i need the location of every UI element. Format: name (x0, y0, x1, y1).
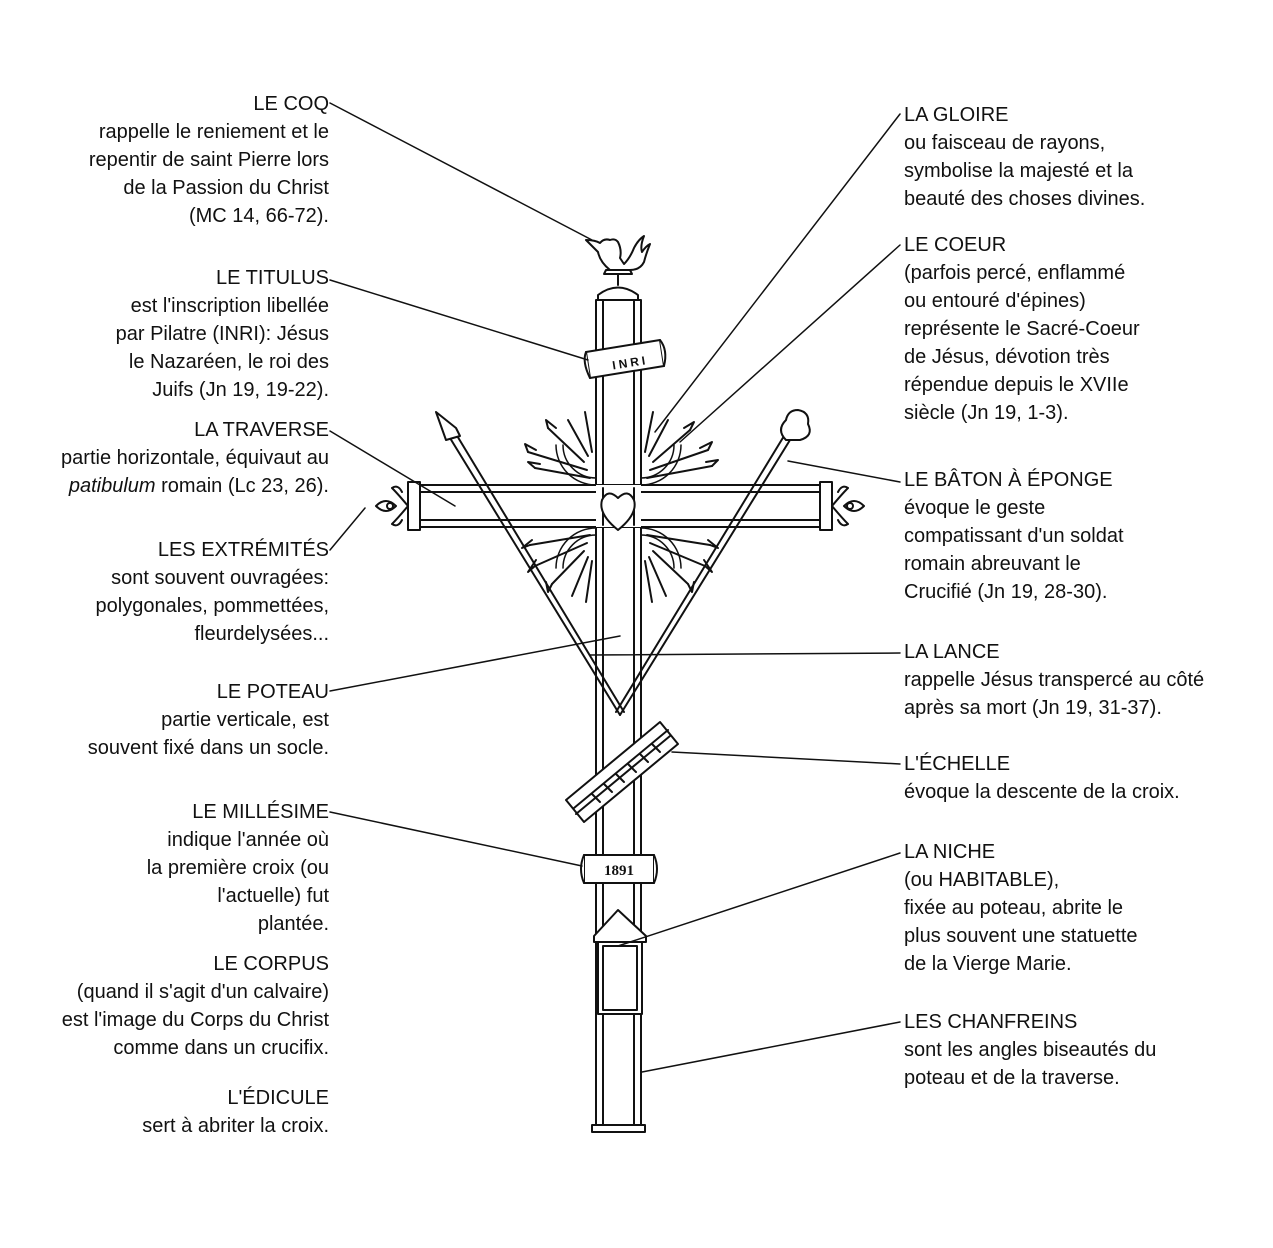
label-niche-line: plus souvent une statuette (904, 925, 1138, 947)
label-coeur-title: LE COEUR (904, 234, 1007, 256)
titulus (583, 339, 667, 379)
gloire-rays-upper-left (524, 411, 597, 486)
label-extremites-line: fleurdelysées... (194, 623, 329, 645)
gloire-rays-upper-right (640, 411, 719, 486)
coeur (600, 492, 636, 531)
label-traverse-title: LA TRAVERSE (194, 419, 329, 441)
label-gloire-line: symbolise la majesté et la (904, 160, 1133, 182)
extremite-gauche (375, 481, 421, 531)
label-poteau: LE POTEAU partie verticale, est souvent … (88, 678, 329, 762)
label-niche-title: LA NICHE (904, 841, 996, 863)
label-coeur-line: de Jésus, dévotion très (904, 346, 1110, 368)
label-millesime-line: la première croix (ou (146, 857, 329, 879)
label-millesime: LE MILLÉSIME indique l'année où la premi… (147, 798, 329, 938)
label-millesime-line: l'actuelle) fut (217, 885, 329, 907)
label-niche: LA NICHE (ou HABITABLE), fixée au poteau… (904, 838, 1138, 978)
millesime-text: 1891 (604, 863, 634, 879)
label-edicule-line: sert à abriter la croix. (142, 1115, 329, 1137)
coq (585, 235, 651, 301)
label-corpus-line: (quand il s'agit d'un calvaire) (76, 981, 329, 1003)
label-coeur-line: (parfois percé, enflammé (904, 262, 1126, 284)
label-titulus: LE TITULUS est l'inscription libellée pa… (116, 264, 329, 404)
niche (593, 909, 647, 1015)
label-coeur-line: siècle (Jn 19, 1-3). (904, 402, 1069, 424)
label-extremites-line: sont souvent ouvragées: (111, 567, 329, 589)
label-traverse-line: partie horizontale, équivaut au (61, 447, 329, 469)
label-coq-line: (MC 14, 66-72). (188, 205, 329, 227)
label-edicule-title: L'ÉDICULE (227, 1087, 329, 1109)
label-echelle-title: L'ÉCHELLE (904, 753, 1011, 775)
label-coeur: LE COEUR (parfois percé, enflammé ou ent… (904, 231, 1140, 427)
label-niche-line: (ou HABITABLE), (904, 869, 1060, 891)
label-baton-line: romain abreuvant le (904, 553, 1081, 575)
label-gloire: LA GLOIRE ou faisceau de rayons, symboli… (904, 101, 1145, 213)
label-traverse-line-rest: romain (Lc 23, 26). (155, 475, 329, 497)
label-extremites-line: polygonales, pommettées, (95, 595, 329, 617)
label-traverse-line-italic: patibulum romain (Lc 23, 26). (61, 472, 329, 500)
label-poteau-line: partie verticale, est (161, 709, 329, 731)
label-gloire-title: LA GLOIRE (904, 104, 1009, 126)
gloire-rays-lower-left (521, 527, 597, 603)
label-gloire-line: ou faisceau de rayons, (904, 132, 1106, 154)
label-lance-line: après sa mort (Jn 19, 31-37). (904, 697, 1162, 719)
label-titulus-line: par Pilatre (INRI): Jésus (115, 323, 329, 345)
label-baton-title: LE BÂTON À ÉPONGE (904, 469, 1113, 491)
label-corpus-title: LE CORPUS (213, 953, 329, 975)
label-echelle-line: évoque la descente de la croix. (904, 781, 1180, 803)
label-traverse: LA TRAVERSE partie horizontale, équivaut… (61, 416, 329, 500)
label-coeur-line: ou entouré d'épines) (904, 290, 1086, 312)
lance (435, 411, 625, 716)
millesime-plaque (580, 854, 658, 884)
label-baton: LE BÂTON À ÉPONGE évoque le geste compat… (904, 466, 1124, 606)
label-coq-title: LE COQ (253, 93, 329, 115)
patibulum-word: patibulum (68, 475, 156, 497)
label-niche-line: fixée au poteau, abrite le (904, 897, 1124, 919)
label-extremites: LES EXTRÉMITÉS sont souvent ouvragées: p… (96, 536, 329, 648)
label-millesime-title: LE MILLÉSIME (192, 801, 329, 823)
label-titulus-line: Juifs (Jn 19, 19-22). (152, 379, 329, 401)
label-chanfreins-line: poteau et de la traverse. (904, 1067, 1120, 1089)
label-gloire-line: beauté des choses divines. (904, 188, 1146, 210)
label-coq: LE COQ rappelle le reniement et le repen… (89, 90, 329, 230)
label-poteau-title: LE POTEAU (216, 681, 329, 703)
label-chanfreins-line: sont les angles biseautés du (904, 1039, 1157, 1061)
label-niche-line: de la Vierge Marie. (904, 953, 1072, 975)
label-baton-line: compatissant d'un soldat (904, 525, 1124, 547)
socle (591, 1124, 646, 1133)
label-baton-line: Crucifié (Jn 19, 28-30). (904, 581, 1108, 603)
label-corpus-line: comme dans un crucifix. (113, 1037, 329, 1059)
label-titulus-line: est l'inscription libellée (130, 295, 329, 317)
label-titulus-line: le Nazaréen, le roi des (128, 351, 329, 373)
label-corpus: LE CORPUS (quand il s'agit d'un calvaire… (62, 950, 329, 1062)
label-coq-line: rappelle le reniement et le (98, 121, 329, 143)
label-lance: LA LANCE rappelle Jésus transpercé au cô… (904, 638, 1204, 722)
label-coeur-line: représente le Sacré-Coeur (904, 318, 1140, 340)
label-coeur-line: répendue depuis le XVIIe (904, 374, 1129, 396)
label-coq-line: repentir de saint Pierre lors (88, 149, 329, 171)
label-titulus-title: LE TITULUS (216, 267, 329, 289)
extremite-droite (819, 481, 865, 531)
poteau (595, 299, 642, 1126)
echelle (565, 721, 679, 823)
label-poteau-line: souvent fixé dans un socle. (87, 737, 329, 759)
baton-a-eponge (615, 409, 811, 716)
label-coq-line: de la Passion du Christ (123, 177, 329, 199)
label-lance-line: rappelle Jésus transpercé au côté (904, 669, 1205, 691)
label-baton-line: évoque le geste (904, 497, 1046, 519)
leader-lines (329, 102, 901, 1073)
label-echelle: L'ÉCHELLE évoque la descente de la croix… (904, 750, 1180, 806)
label-chanfreins: LES CHANFREINS sont les angles biseautés… (904, 1008, 1156, 1092)
label-millesime-line: indique l'année où (167, 829, 329, 851)
label-chanfreins-title: LES CHANFREINS (904, 1011, 1078, 1033)
label-extremites-title: LES EXTRÉMITÉS (157, 539, 329, 561)
label-corpus-line: est l'image du Corps du Christ (61, 1009, 329, 1031)
label-millesime-line: plantée. (257, 913, 329, 935)
label-lance-title: LA LANCE (904, 641, 1000, 663)
label-edicule: L'ÉDICULE sert à abriter la croix. (142, 1084, 329, 1140)
titulus-text: INRI (611, 353, 649, 372)
